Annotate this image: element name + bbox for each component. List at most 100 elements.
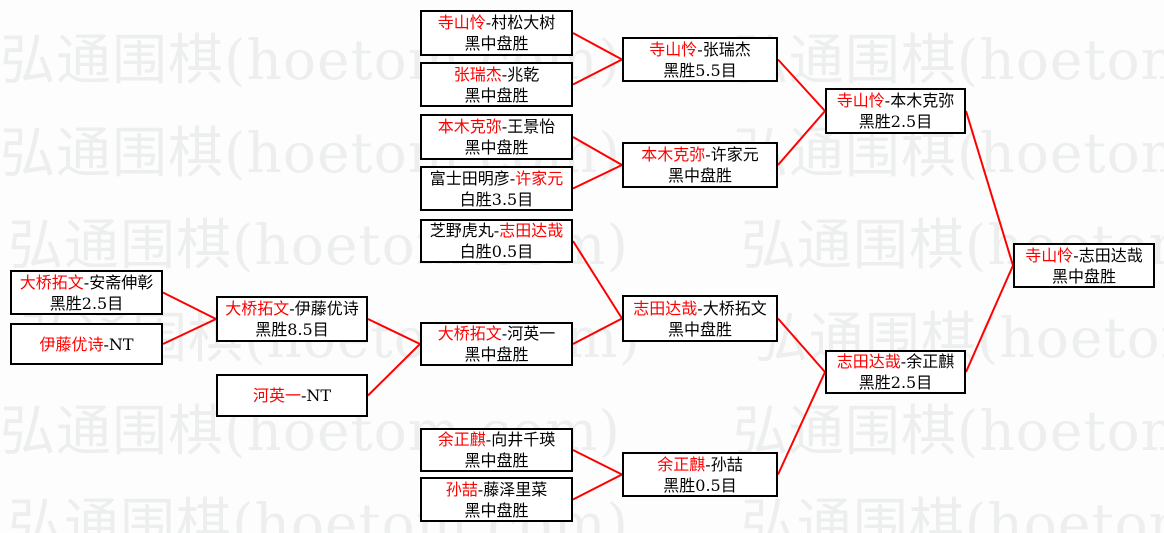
winner-name: 河英一 — [252, 386, 301, 405]
matchup-names: 本木克弥-许家元 — [641, 144, 758, 165]
matchup-names: 大桥拓文-伊藤优诗 — [225, 298, 358, 319]
matchup-names: 芝野虎丸-志田达哉 — [430, 220, 563, 241]
match-result: 黑胜5.5目 — [663, 60, 737, 80]
player-name: -NT — [300, 386, 332, 405]
winner-name: 志田达哉 — [633, 298, 698, 318]
match-box-r5: 芝野虎丸-志田达哉白胜0.5目 — [420, 219, 573, 263]
match-box-f1: 寺山怜-志田达哉黑中盘胜 — [1013, 243, 1155, 288]
match-box-pre1: 大桥拓文-安斋伸彰黑胜2.5目 — [10, 270, 163, 315]
matchup-names: 余正麒-向井千瑛 — [438, 429, 555, 450]
matchup-names: 大桥拓文-安斋伸彰 — [20, 272, 153, 293]
winner-name: 余正麒 — [657, 454, 706, 474]
match-box-r8: 孙喆-藤泽里菜黑中盘胜 — [420, 477, 573, 522]
connector-line-r6-q3 — [572, 317, 623, 345]
player-name: -许家元 — [705, 145, 759, 164]
match-result: 黑中盘胜 — [464, 345, 529, 364]
match-box-pre4: 河英一-NT — [216, 374, 368, 417]
winner-name: 寺山怜 — [649, 39, 698, 59]
match-result: 黑胜2.5目 — [49, 293, 124, 313]
connector-line-q3-s2 — [777, 317, 826, 373]
match-box-q4: 余正麒-孙喆黑胜0.5目 — [622, 452, 778, 497]
matchup-names: 孙喆-藤泽里菜 — [446, 479, 547, 500]
match-result: 黑中盘胜 — [1051, 266, 1116, 286]
matchup-names: 志田达哉-余正麒 — [837, 351, 954, 372]
matchup-names: 寺山怜-志田达哉 — [1025, 245, 1142, 266]
match-result: 黑胜2.5目 — [858, 112, 933, 131]
winner-name: 寺山怜 — [437, 13, 486, 32]
winner-name: 本木克弥 — [437, 117, 502, 136]
matchup-names: 伊藤优诗-NT — [39, 334, 133, 355]
player-name: -安斋伸彰 — [83, 272, 154, 292]
connector-line-r5-q3 — [572, 240, 623, 320]
match-box-r1: 寺山怜-村松大树黑中盘胜 — [420, 10, 573, 56]
match-result: 白胜0.5目 — [459, 242, 534, 261]
matchup-names: 寺山怜-本木克弥 — [837, 90, 954, 111]
connector-line-r8-q4 — [572, 473, 623, 501]
player-name: -大桥拓文 — [697, 298, 767, 318]
connector-line-pre2-pre3 — [162, 318, 217, 345]
match-box-s1: 寺山怜-本木克弥黑胜2.5目 — [825, 88, 966, 134]
matchup-names: 河英一-NT — [253, 385, 331, 406]
winner-name: 余正麒 — [437, 430, 486, 449]
player-name: 芝野虎丸- — [429, 221, 500, 240]
match-box-r4: 富士田明彦-许家元白胜3.5目 — [420, 166, 573, 211]
match-result: 黑胜8.5目 — [255, 320, 329, 339]
winner-name: 本木克弥 — [641, 145, 706, 164]
match-result: 黑中盘胜 — [667, 166, 732, 185]
player-name: -河英一 — [501, 324, 556, 343]
match-box-q2: 本木克弥-许家元黑中盘胜 — [622, 142, 778, 188]
match-result: 黑中盘胜 — [464, 34, 529, 53]
connector-line-q1-s1 — [777, 58, 826, 112]
winner-name: 寺山怜 — [836, 91, 885, 110]
player-name: -孙喆 — [705, 454, 743, 474]
player-name: -余正麒 — [900, 352, 955, 371]
match-result: 黑胜0.5目 — [663, 475, 737, 495]
player-name: -兆乾 — [501, 64, 540, 84]
match-box-r2: 张瑞杰-兆乾黑中盘胜 — [420, 62, 573, 107]
connector-line-q2-s1 — [777, 110, 826, 166]
player-name: -NT — [103, 334, 134, 354]
player-name: -志田达哉 — [1073, 245, 1143, 265]
connector-line-pre3-r6 — [367, 318, 421, 345]
connector-line-s2-f1 — [965, 265, 1014, 373]
match-result: 黑中盘胜 — [464, 85, 529, 105]
match-box-q3: 志田达哉-大桥拓文黑中盘胜 — [622, 295, 778, 342]
match-box-r7: 余正麒-向井千瑛黑中盘胜 — [420, 428, 573, 472]
player-name: -向井千瑛 — [485, 430, 556, 449]
player-name: -藤泽里菜 — [477, 479, 548, 499]
connector-line-r4-q2 — [572, 164, 623, 190]
match-result: 黑胜2.5目 — [858, 373, 933, 392]
matchup-names: 富士田明彦-许家元 — [430, 168, 563, 189]
player-name: -村松大树 — [485, 13, 556, 32]
connector-line-r2-q1 — [572, 58, 623, 86]
connector-line-r7-q4 — [572, 449, 623, 476]
connector-line-r1-q1 — [572, 32, 623, 61]
winner-name: 大桥拓文 — [225, 299, 290, 318]
matchup-names: 余正麒-孙喆 — [657, 454, 742, 475]
winner-name: 许家元 — [515, 168, 564, 188]
winner-name: 大桥拓文 — [437, 324, 502, 343]
winner-name: 伊藤优诗 — [39, 334, 104, 354]
winner-name: 志田达哉 — [836, 352, 901, 371]
connector-line-pre1-pre3 — [162, 291, 217, 320]
match-result: 白胜3.5目 — [459, 189, 534, 209]
player-name: 富士田明彦- — [429, 168, 516, 188]
match-result: 黑中盘胜 — [464, 451, 529, 470]
connector-line-s1-f1 — [965, 110, 1014, 266]
match-box-r3: 本木克弥-王景怡黑中盘胜 — [420, 114, 573, 160]
matchup-names: 张瑞杰-兆乾 — [454, 64, 539, 85]
match-result: 黑中盘胜 — [464, 500, 529, 520]
match-result: 黑中盘胜 — [464, 138, 529, 157]
match-result: 黑中盘胜 — [667, 319, 732, 339]
match-box-pre2: 伊藤优诗-NT — [10, 323, 163, 365]
match-box-s2: 志田达哉-余正麒黑胜2.5目 — [825, 350, 966, 394]
winner-name: 寺山怜 — [1025, 245, 1074, 265]
match-box-r6: 大桥拓文-河英一黑中盘胜 — [420, 322, 573, 366]
matchup-names: 本木克弥-王景怡 — [438, 116, 555, 137]
match-box-pre3: 大桥拓文-伊藤优诗黑胜8.5目 — [216, 296, 368, 342]
winner-name: 张瑞杰 — [453, 64, 502, 84]
matchup-names: 志田达哉-大桥拓文 — [633, 298, 766, 319]
connector-line-pre4-r6 — [367, 343, 421, 397]
